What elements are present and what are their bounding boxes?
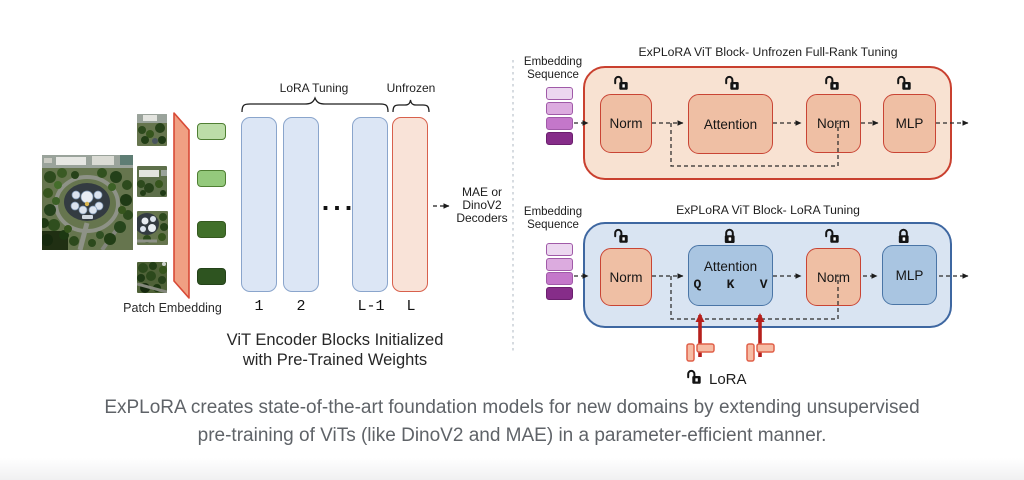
block-label-L: L (406, 298, 416, 315)
green-token-2 (197, 170, 226, 187)
patch-embedding-trapezoid (173, 112, 190, 299)
purple-token-7 (546, 272, 573, 285)
encoder-block-1 (241, 117, 277, 292)
block-label-L-1: L-1 (357, 298, 385, 315)
top-norm1-box: Norm (600, 94, 652, 153)
purple-token-1 (546, 87, 573, 100)
bottom-block-title: ExPLoRA ViT Block- LoRA Tuning (676, 203, 860, 217)
lora-adapter-q-vertical (686, 343, 695, 362)
block-label-2: 2 (296, 298, 306, 315)
patch-embedding-label: Patch Embedding (123, 301, 222, 315)
purple-token-5 (546, 243, 573, 256)
unlock-icon (687, 369, 702, 385)
vit-caption-line-2: with Pre-Trained Weights (242, 351, 428, 369)
bottom-norm1-label: Norm (609, 269, 643, 285)
lora-adapter-v-horizontal (756, 343, 775, 353)
encoder-block-L-1 (352, 117, 388, 292)
top-attention-box: Attention (688, 94, 773, 154)
top-mlp-label: MLP (895, 116, 924, 131)
decoder-line-3: Decoders (456, 211, 508, 225)
image-patch-2 (137, 166, 167, 197)
encoder-block-L (392, 117, 428, 292)
purple-token-8 (546, 287, 573, 300)
decoder-line-1: MAE or (461, 185, 502, 199)
footer-gradient (0, 458, 1024, 480)
bottom-norm1-box: Norm (600, 248, 652, 306)
figure-caption-line-2: pre-training of ViTs (like DinoV2 and MA… (197, 424, 827, 446)
top-norm2-box: Norm (806, 94, 861, 153)
q-label: Q (693, 277, 702, 292)
embedding-label-line: Embedding (523, 56, 583, 68)
bottom-norm2-box: Norm (806, 248, 861, 306)
green-token-3 (197, 221, 226, 238)
top-mlp-box: MLP (883, 94, 936, 153)
lora-tuning-bracket-label: LoRA Tuning (279, 81, 349, 95)
bottom-attention-box: Attention Q K V (688, 245, 773, 306)
decoder-line-2: DinoV2 (462, 198, 502, 212)
bottom-mlp-label: MLP (895, 267, 924, 283)
purple-token-4 (546, 132, 573, 145)
top-block-title: ExPLoRA ViT Block- Unfrozen Full-Rank Tu… (638, 45, 898, 59)
green-token-4 (197, 268, 226, 285)
lora-adapters (686, 343, 775, 362)
image-patch-1 (137, 114, 167, 146)
ellipsis-dots: ... (321, 186, 357, 216)
purple-token-3 (546, 117, 573, 130)
top-norm2-label: Norm (817, 116, 850, 131)
bottom-mlp-box: MLP (882, 245, 937, 305)
bottom-embedding-sequence-label: Embedding Sequence (520, 206, 586, 231)
unfrozen-bracket (392, 99, 430, 113)
image-patch-4 (137, 262, 167, 293)
block-label-1: 1 (254, 298, 264, 315)
embedding-label-line: Sequence (527, 68, 579, 81)
vit-encoder-caption: ViT Encoder Blocks Initialized with Pre-… (215, 330, 455, 370)
figure-caption-line-1: ExPLoRA creates state-of-the-art foundat… (104, 397, 920, 418)
qkv-row: Q K V (694, 277, 768, 292)
decoder-label: MAE or DinoV2 Decoders (450, 186, 514, 225)
bottom-norm2-label: Norm (817, 269, 850, 285)
bottom-attention-label: Attention (703, 259, 758, 274)
embedding-label-line: Sequence (527, 218, 579, 231)
figure-caption: ExPLoRA creates state-of-the-art foundat… (0, 394, 1024, 449)
top-attention-label: Attention (703, 116, 758, 132)
vit-caption-line-1: ViT Encoder Blocks Initialized (226, 331, 444, 349)
top-norm1-label: Norm (609, 116, 643, 131)
satellite-image (42, 155, 133, 250)
unfrozen-bracket-label: Unfrozen (386, 81, 436, 95)
encoder-block-2 (283, 117, 319, 292)
green-token-1 (197, 123, 226, 140)
lora-tuning-bracket (241, 96, 389, 113)
top-embedding-sequence-label: Embedding Sequence (520, 56, 586, 81)
embedding-label-line: Embedding (523, 206, 583, 218)
lora-adapter-v-vertical (746, 343, 755, 362)
lora-label: LoRA (709, 371, 747, 388)
image-patch-3 (137, 211, 168, 245)
v-label: V (759, 277, 768, 292)
purple-token-6 (546, 258, 573, 271)
lora-adapter-q-horizontal (696, 343, 715, 353)
purple-token-2 (546, 102, 573, 115)
k-label: K (726, 277, 735, 292)
